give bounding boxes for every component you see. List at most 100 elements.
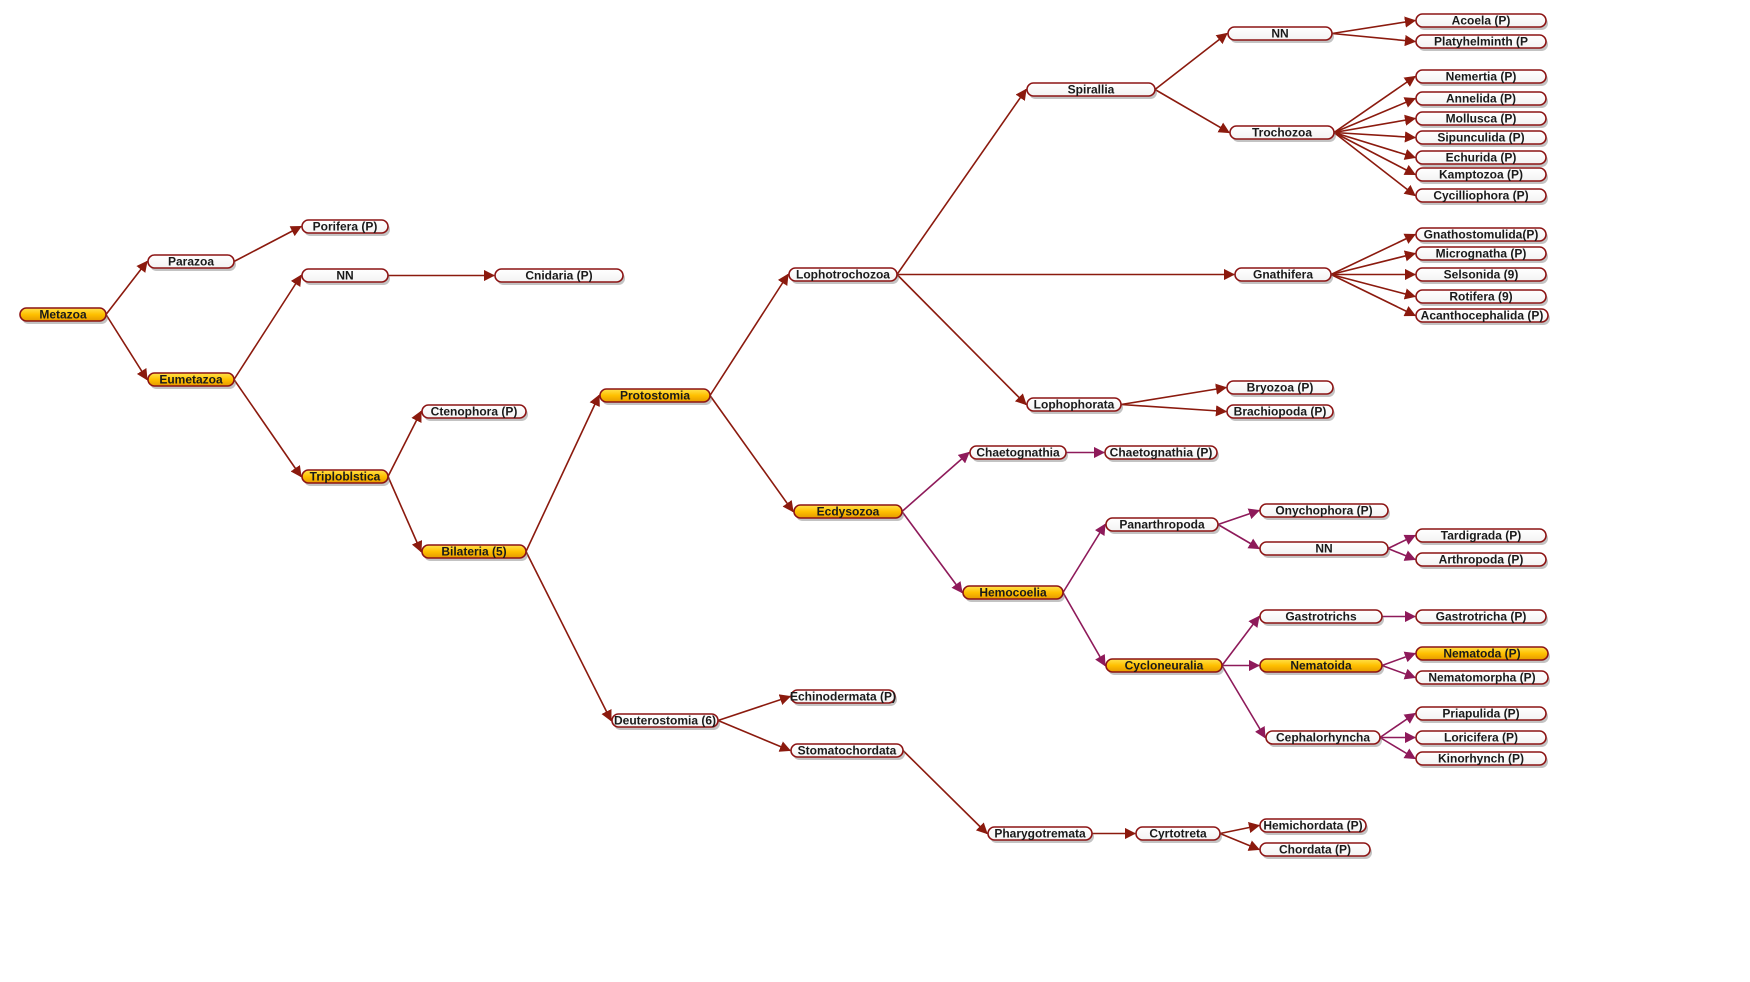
- edge-lophophorata-bryozoa: [1120, 383, 1228, 406]
- node-box: [1415, 528, 1547, 543]
- edge-trochozoa-mollusca: [1333, 114, 1417, 134]
- edge-trochozoa-annelida: [1333, 97, 1417, 134]
- edge-nn3-arthropoda: [1387, 547, 1417, 561]
- edge-stomatochordata-pharygotremata: [902, 749, 988, 835]
- node-gnathifera: Gnathifera: [1234, 267, 1333, 284]
- edge-gnathifera-micrognatha: [1330, 250, 1417, 276]
- node-box: [987, 826, 1093, 841]
- edge-protostomia-lophotrochozoa: [709, 273, 789, 396]
- node-priapulida: Priapulida (P): [1415, 706, 1548, 723]
- edge-cycloneuralia-gastrotrichs: [1221, 615, 1260, 666]
- node-box: [147, 372, 235, 387]
- node-label: Arthropoda (P): [1439, 553, 1524, 567]
- node-annelida: Annelida (P): [1415, 91, 1548, 108]
- node-box: [1415, 13, 1547, 28]
- node-label: Onychophora (P): [1275, 504, 1372, 518]
- edge-lophophorata-brachiopoda: [1120, 403, 1228, 417]
- node-label: Cycilliophora (P): [1433, 189, 1528, 203]
- node-spirallia: Spirallia: [1026, 82, 1157, 99]
- edge-deuterostomia-echinodermata: [717, 694, 792, 722]
- node-deuterostomia: Deuterostomia (6): [611, 713, 720, 730]
- edge-lophotrochozoa-lophophorata: [896, 273, 1027, 406]
- node-box: [1259, 842, 1371, 857]
- node-gastrotricha: Gastrotricha (P): [1415, 609, 1548, 626]
- edge-ecdysozoa-chaetognathia1: [901, 451, 970, 513]
- node-box: [1415, 111, 1547, 126]
- node-hemichordata: Hemichordata (P): [1259, 818, 1368, 835]
- edge-metazoa-parazoa: [105, 260, 148, 315]
- node-box: [1135, 826, 1221, 841]
- edge-metazoa-eumetazoa: [105, 314, 148, 381]
- edge-cyrtotreta-hemichordata: [1219, 822, 1261, 835]
- node-micrognatha: Micrognatha (P): [1415, 246, 1548, 263]
- node-kamptozoa: Kamptozoa (P): [1415, 167, 1548, 184]
- node-label: Annelida (P): [1446, 92, 1516, 106]
- node-label: Gastrotricha (P): [1436, 610, 1527, 624]
- node-box: [790, 743, 904, 758]
- node-label: Hemichordata (P): [1263, 819, 1362, 833]
- node-protostomia: Protostomia: [599, 388, 712, 405]
- edge-cephalorhyncha-priapulida: [1379, 712, 1416, 739]
- edge-bilateria-deuterostomia: [525, 551, 612, 722]
- node-label: Triploblstica: [310, 470, 381, 484]
- node-label: Gastrotrichs: [1285, 610, 1357, 624]
- edge-cephalorhyncha-kinorhynch: [1379, 736, 1416, 760]
- node-box: [19, 307, 107, 322]
- edge-deuterostomia-stomatochordata: [717, 719, 792, 752]
- node-box: [1226, 404, 1334, 419]
- node-box: [1105, 517, 1219, 532]
- node-box: [1415, 289, 1547, 304]
- node-label: Ctenophora (P): [431, 405, 518, 419]
- node-trochozoa: Trochozoa: [1229, 125, 1336, 142]
- node-box: [1415, 609, 1547, 624]
- edge-gnathifera-acanthocephalida: [1330, 273, 1417, 317]
- edge-cyrtotreta-chordata: [1219, 832, 1261, 851]
- edge-bilateria-protostomia: [525, 394, 600, 552]
- edge-cycloneuralia-cephalorhyncha: [1221, 665, 1266, 739]
- node-label: Stomatochordata: [798, 744, 897, 758]
- edge-trochozoa-echurida: [1333, 131, 1417, 160]
- node-nn3: NN: [1259, 541, 1390, 558]
- node-label: Lophophorata: [1034, 398, 1115, 412]
- node-panarthropoda: Panarthropoda: [1105, 517, 1220, 534]
- node-ecdysozoa: Ecdysozoa: [793, 504, 904, 521]
- node-label: Chaetognathia: [976, 446, 1060, 460]
- node-cephalorhyncha: Cephalorhyncha: [1265, 730, 1382, 747]
- node-kinorhynch: Kinorhynch (P): [1415, 751, 1548, 768]
- node-label: Platyhelminth (P: [1434, 35, 1528, 49]
- node-tardigrada: Tardigrada (P): [1415, 528, 1548, 545]
- node-onychophora: Onychophora (P): [1259, 503, 1390, 520]
- edge-eumetazoa-nn1: [233, 274, 302, 380]
- node-box: [147, 254, 235, 269]
- node-box: [1415, 167, 1547, 182]
- node-box: [1227, 26, 1333, 41]
- node-box: [421, 404, 527, 419]
- edge-parazoa-porifera: [233, 225, 302, 263]
- node-box: [1415, 150, 1547, 165]
- node-echurida: Echurida (P): [1415, 150, 1548, 167]
- node-box: [790, 689, 896, 704]
- node-box: [1026, 397, 1122, 412]
- node-echinodermata: Echinodermata (P): [790, 689, 897, 706]
- node-stomatochordata: Stomatochordata: [790, 743, 905, 760]
- node-label: Bryozoa (P): [1247, 381, 1314, 395]
- node-selsonida: Selsonida (9): [1415, 267, 1548, 284]
- node-chaetognathia1: Chaetognathia: [969, 445, 1068, 462]
- node-eumetazoa: Eumetazoa: [147, 372, 236, 389]
- edge-hemocoelia-cycloneuralia: [1062, 592, 1106, 667]
- edge-panarthropoda-onychophora: [1217, 508, 1261, 526]
- node-box: [611, 713, 719, 728]
- node-rotifera: Rotifera (9): [1415, 289, 1548, 306]
- node-label: Spirallia: [1068, 83, 1115, 97]
- node-hemocoelia: Hemocoelia: [962, 585, 1065, 602]
- node-label: Loricifera (P): [1444, 731, 1518, 745]
- node-box: [1229, 125, 1335, 140]
- edge-protostomia-ecdysozoa: [709, 395, 794, 513]
- node-label: Gnathostomulida(P): [1424, 228, 1539, 242]
- node-cycloneuralia: Cycloneuralia: [1105, 658, 1224, 675]
- node-label: Priapulida (P): [1442, 707, 1519, 721]
- edge-spirallia-trochozoa: [1154, 88, 1230, 134]
- node-label: Acanthocephalida (P): [1421, 309, 1544, 323]
- node-label: Micrognatha (P): [1436, 247, 1527, 261]
